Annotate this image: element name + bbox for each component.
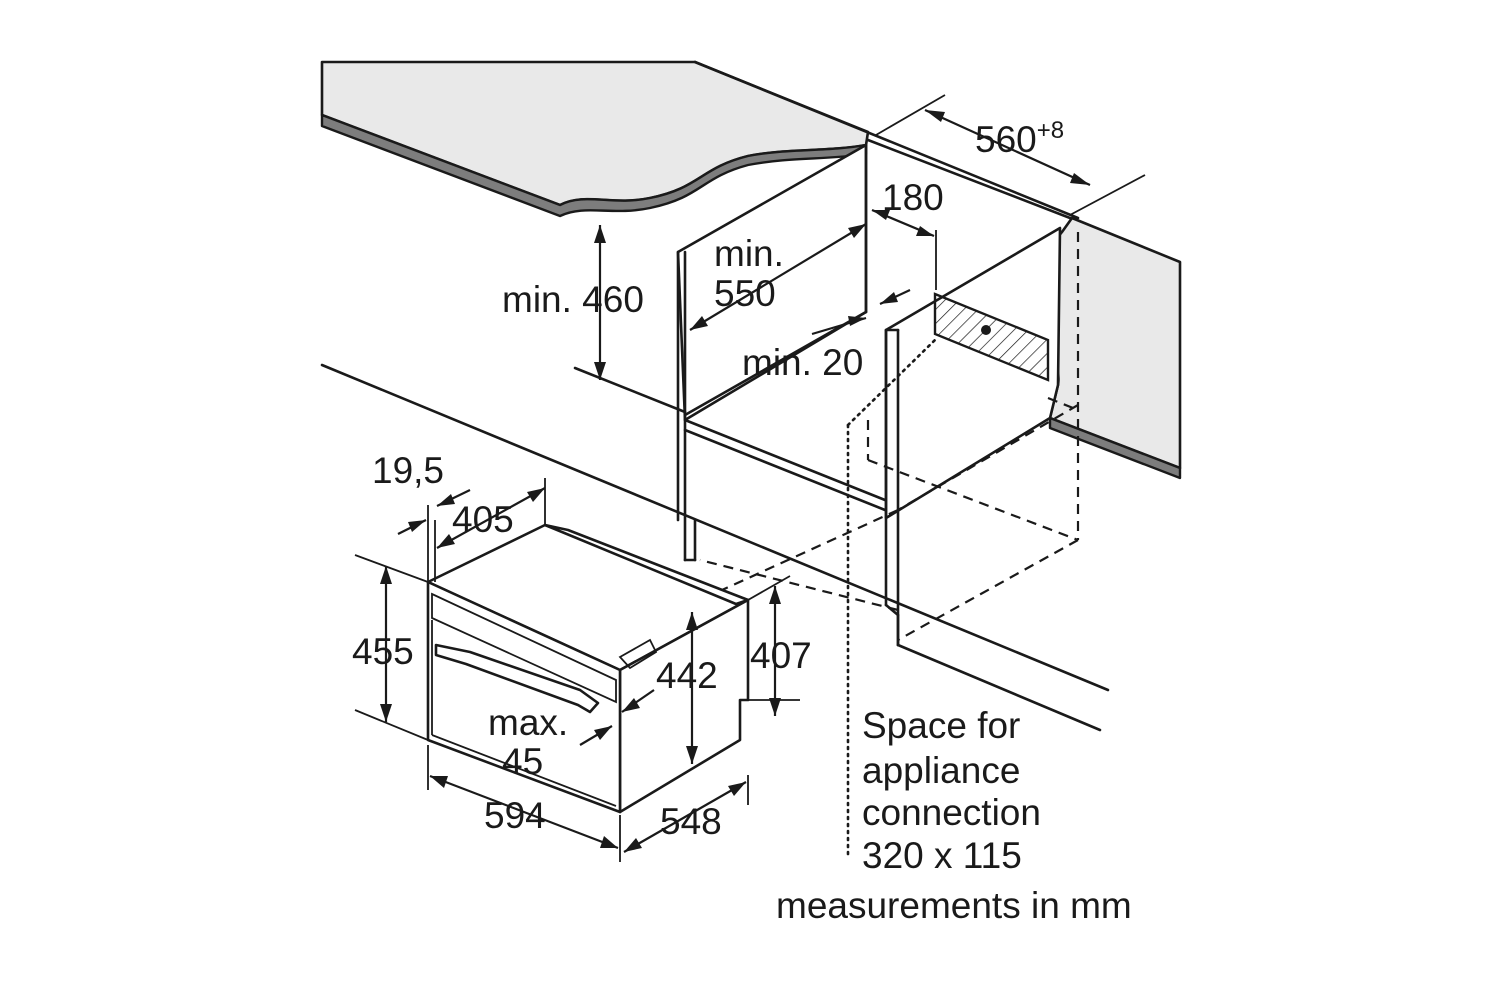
label-top-depth: 405 — [452, 499, 514, 540]
connection-note-line4: 320 x 115 — [862, 835, 1022, 876]
label-handle-line2: 45 — [502, 741, 543, 782]
appliance-outline-dashed — [699, 232, 1080, 641]
label-cavity-height: 442 — [656, 655, 718, 696]
cabinet-niche — [320, 60, 1110, 732]
connection-note-line2: appliance — [862, 750, 1020, 791]
label-rear-gap: 180 — [882, 177, 944, 218]
label-front-height: 455 — [352, 631, 414, 672]
connection-area — [933, 292, 1050, 382]
label-depth: 548 — [660, 801, 722, 842]
units-note: measurements in mm — [776, 885, 1132, 926]
oven-appliance — [426, 523, 750, 814]
label-niche-width: 560+8 — [975, 117, 1064, 160]
connection-note-line3: connection — [862, 792, 1041, 833]
label-min-depth-line1: min. — [714, 233, 784, 274]
dimension-lines — [354, 94, 1146, 862]
label-min-height: min. 460 — [502, 279, 644, 320]
label-handle-line1: max. — [488, 702, 568, 743]
label-body-height: 407 — [750, 635, 812, 676]
label-width: 594 — [484, 795, 546, 836]
connection-note: Space for appliance connection 320 x 115 — [862, 705, 1041, 876]
connection-note-line1: Space for — [862, 705, 1020, 746]
label-front-offset: 19,5 — [372, 450, 444, 491]
connection-leader — [846, 338, 937, 860]
countertop-right — [1045, 216, 1182, 480]
dimension-labels: 560+8 180 min. 550 min. 460 min. 20 19,5… — [352, 117, 1064, 842]
countertop-left — [320, 60, 870, 218]
label-min-depth-line2: 550 — [714, 273, 776, 314]
label-min-gap: min. 20 — [742, 342, 863, 383]
